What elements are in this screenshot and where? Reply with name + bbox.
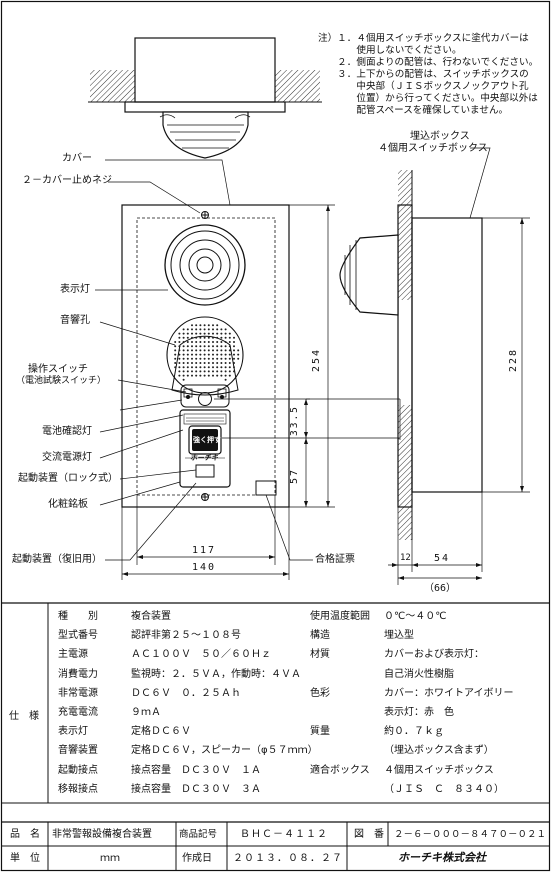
spec-right-key: 構造	[310, 630, 330, 642]
title-code-label: 商品記号	[179, 829, 218, 840]
spec-left-value: 接点容量 ＤＣ３０Ｖ １Ａ	[131, 764, 261, 776]
label-cover: カバー	[62, 153, 92, 164]
note-line: 配管スペースを確保していません。	[318, 105, 509, 116]
title-unit-value: ｍｍ	[100, 853, 120, 864]
top-view	[88, 37, 322, 159]
spec-table-grid	[1, 602, 550, 870]
spec-left-key: 型式番号	[58, 630, 98, 642]
note-line: 注）１．４個用スイッチボックスに塗代カバーは	[318, 33, 529, 44]
spec-left-key: 非常電源	[58, 687, 98, 699]
label-start-lock: 起動装置（ロック式）	[18, 473, 118, 484]
spec-left-value: ９ｍＡ	[131, 707, 161, 718]
label-sound-hole: 音響孔	[60, 315, 90, 326]
spec-left-value: 認評非第２５～１０８号	[131, 630, 241, 642]
spec-right-value: ０℃～４０℃	[384, 611, 447, 622]
side-view	[339, 170, 483, 540]
side-dimensions	[388, 147, 530, 585]
company-logo: ホーチキ株式会社	[398, 851, 486, 864]
front-view	[121, 204, 400, 508]
spec-right-value: 埋込型	[384, 630, 414, 642]
specs-header: 仕 様	[9, 711, 39, 722]
spec-left-key: 移報接点	[58, 783, 98, 795]
leader-lines	[95, 159, 313, 561]
spec-right-value: （ＪＩＳ Ｃ ８３４０）	[384, 783, 504, 795]
dim-57: 57	[289, 467, 300, 484]
note-line: 位置）から行ってください。中央部以外は	[318, 93, 538, 104]
title-drawing-value: ２－６－０００－８４７０－０２１	[394, 829, 547, 840]
title-drawing-label: 図 番	[354, 829, 384, 840]
device-brand-text: ホーチキ	[190, 454, 218, 462]
spec-right-value: ４個用スイッチボックス	[384, 764, 494, 776]
spec-left-key: 充電電流	[58, 707, 98, 718]
spec-left-value: ＤＣ６Ｖ ０．２５Ａｈ	[131, 687, 241, 699]
spec-left-key: 起動接点	[58, 764, 98, 776]
spec-right-value: （埋込ボックス含まず）	[384, 745, 494, 757]
spec-right-value: 表示灯：赤 色	[384, 707, 454, 718]
note-line: ２．側面よりの配管は、行わないでください。	[318, 57, 539, 68]
label-battery-lamp: 電池確認灯	[42, 426, 92, 437]
label-cover-screw: ２－カバー止めネジ	[22, 175, 112, 186]
dim-54: 54	[434, 553, 451, 564]
arrowheads	[122, 205, 330, 576]
label-ac-lamp: 交流電源灯	[42, 452, 92, 463]
dim-12: 12	[400, 553, 411, 563]
dim-66: （66）	[424, 583, 457, 594]
spec-right-key: 材質	[310, 649, 330, 661]
spec-left-value: ＡＣ１００Ｖ ５０／６０Ｈｚ	[131, 649, 271, 661]
label-op-switch: 操作スイッチ	[28, 364, 88, 375]
spec-right-value: 約０．７ｋｇ	[384, 726, 444, 738]
spec-right-value: カバーおよび表示灯：	[384, 649, 484, 661]
note-line: 中央部（ＪＩＳボックスノックアウト孔	[318, 81, 529, 92]
dim-33-5: 33.5	[289, 405, 300, 436]
label-indicator-lamp: 表示灯	[60, 284, 90, 295]
dim-228: 228	[508, 347, 519, 372]
spec-right-key: 質量	[310, 726, 330, 738]
spec-right-key: 適合ボックス	[310, 764, 370, 776]
title-code-value: ＢＨＣ－４１１２	[240, 829, 328, 840]
title-name-label: 品 名	[10, 829, 40, 840]
spec-left-value: 監視時：２．５ＶＡ，作動時：４ＶＡ	[131, 668, 301, 680]
title-date-value: ２０１３．０８．２７	[233, 853, 343, 864]
spec-left-value: 複合装置	[131, 611, 171, 622]
note-line: ３．上下からの配管は、スイッチボックスの	[318, 69, 529, 80]
title-date-label: 作成日	[182, 853, 212, 864]
label-embed-box: 埋込ボックス	[410, 131, 470, 142]
title-unit-label: 単 位	[10, 853, 40, 864]
spec-left-key: 種 別	[58, 611, 98, 622]
spec-right-key: 色彩	[310, 687, 330, 699]
push-text: 強く押す	[193, 436, 221, 444]
spec-right-key: 使用温度範囲	[310, 611, 370, 622]
spec-left-key: 消費電力	[58, 668, 98, 680]
label-start-return: 起動装置（復旧用）	[12, 554, 102, 565]
label-op-switch-sub: （電池試験スイッチ）	[16, 376, 107, 386]
title-name-value: 非常警報設備複合装置	[52, 829, 152, 840]
spec-left-key: 表示灯	[58, 726, 88, 738]
spec-left-value: 接点容量 ＤＣ３０Ｖ ３Ａ	[131, 783, 261, 795]
spec-left-key: 音響装置	[58, 745, 98, 757]
label-cert: 合格証票	[315, 554, 355, 565]
spec-right-value: カバー：ホワイトアイボリー	[384, 687, 514, 699]
label-embed-box-sub: ４個用スイッチボックス	[378, 143, 488, 154]
spec-left-value: 定格ＤＣ６Ｖ，スピーカー（φ５７ｍｍ）	[131, 745, 318, 757]
front-dimensions	[121, 204, 401, 580]
spec-right-value: 自己消火性樹脂	[384, 668, 454, 680]
side-arrowheads	[392, 218, 524, 580]
dim-140: 140	[192, 562, 217, 573]
label-nameplate: 化粧銘板	[48, 499, 88, 510]
dim-117: 117	[192, 545, 217, 556]
dim-254: 254	[311, 347, 322, 372]
spec-left-value: 定格ＤＣ６Ｖ	[131, 726, 191, 738]
note-line: 使用しないでください。	[318, 45, 462, 56]
spec-left-key: 主電源	[58, 649, 88, 661]
